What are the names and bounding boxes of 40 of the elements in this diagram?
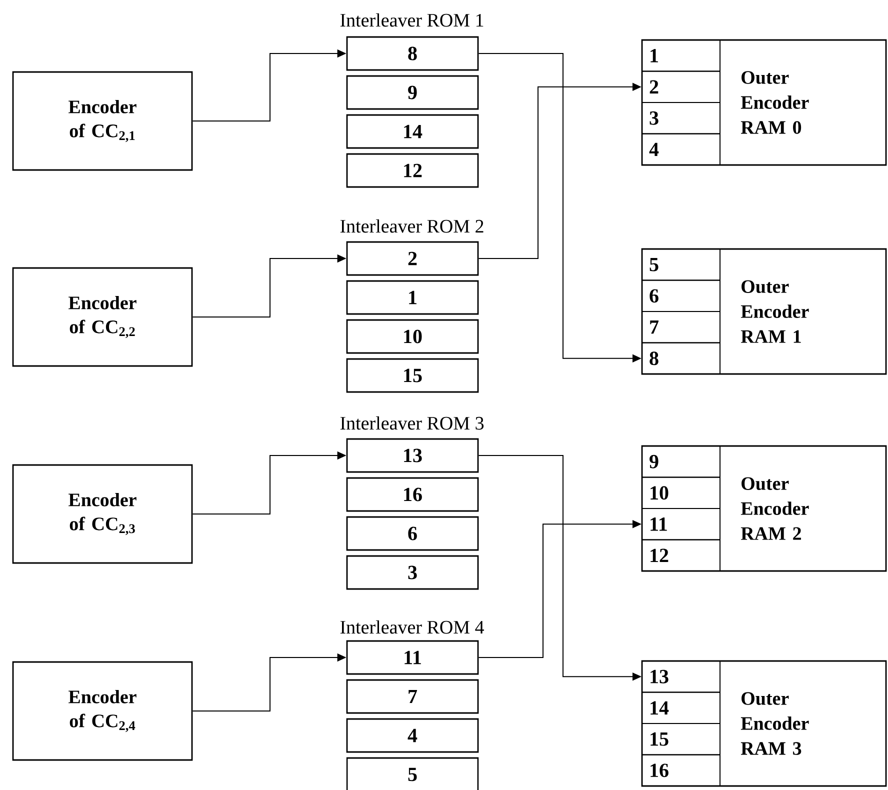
memory-heading: Interleaver ROM 4 (340, 620, 484, 634)
memory-cell: 5 (346, 757, 479, 790)
encoder-box: Encoder of CC$_{2,3}$ (12, 464, 193, 564)
memory-cell: 14 (346, 114, 479, 149)
memory-cell: 9 (642, 446, 720, 478)
memory-cell: 4 (642, 133, 720, 166)
memory-cell: 12 (642, 539, 720, 572)
memory-cell: 8 (346, 36, 479, 71)
memory-cell: 10 (642, 476, 720, 509)
memory-cell: 16 (642, 754, 720, 786)
memory-cell: 11 (346, 640, 479, 675)
memory-cell: 6 (346, 516, 479, 551)
memory-cell: 13 (346, 438, 479, 473)
memory-cell: 3 (346, 555, 479, 590)
memory-cell: 7 (346, 679, 479, 714)
memory-heading: Interleaver ROM 1 (340, 13, 484, 27)
memory-heading: Interleaver ROM 3 (340, 416, 484, 430)
memory-cell: 10 (346, 319, 479, 354)
memory-cell: 1 (642, 40, 720, 72)
memory-cell: 11 (642, 508, 720, 540)
memory-cell: 4 (346, 718, 479, 753)
memory-cell: 16 (346, 477, 479, 512)
memory-cell: 9 (346, 75, 479, 110)
memory-cell: 5 (642, 248, 720, 281)
memory-cell: 15 (346, 358, 479, 393)
memory-heading: Interleaver ROM 2 (340, 219, 484, 233)
memory-cell: 13 (642, 660, 720, 693)
memory-cell: 8 (642, 342, 720, 374)
memory-cell: 14 (642, 692, 720, 724)
encoder-box: Encoder of CC$_{2,1}$ (12, 71, 193, 171)
memory-cell: 3 (642, 102, 720, 134)
memory-cell: 7 (642, 311, 720, 344)
encoder-box: Encoder of CC$_{2,2}$ (12, 267, 193, 367)
memory-cell: 6 (642, 280, 720, 312)
encoder-box: Encoder of CC$_{2,4}$ (12, 661, 193, 761)
memory-cell: 1 (346, 280, 479, 315)
memory-cell: 12 (346, 153, 479, 188)
memory-cell: 2 (642, 70, 720, 103)
memory-cell: 2 (346, 241, 479, 276)
memory-cell: 15 (642, 723, 720, 756)
